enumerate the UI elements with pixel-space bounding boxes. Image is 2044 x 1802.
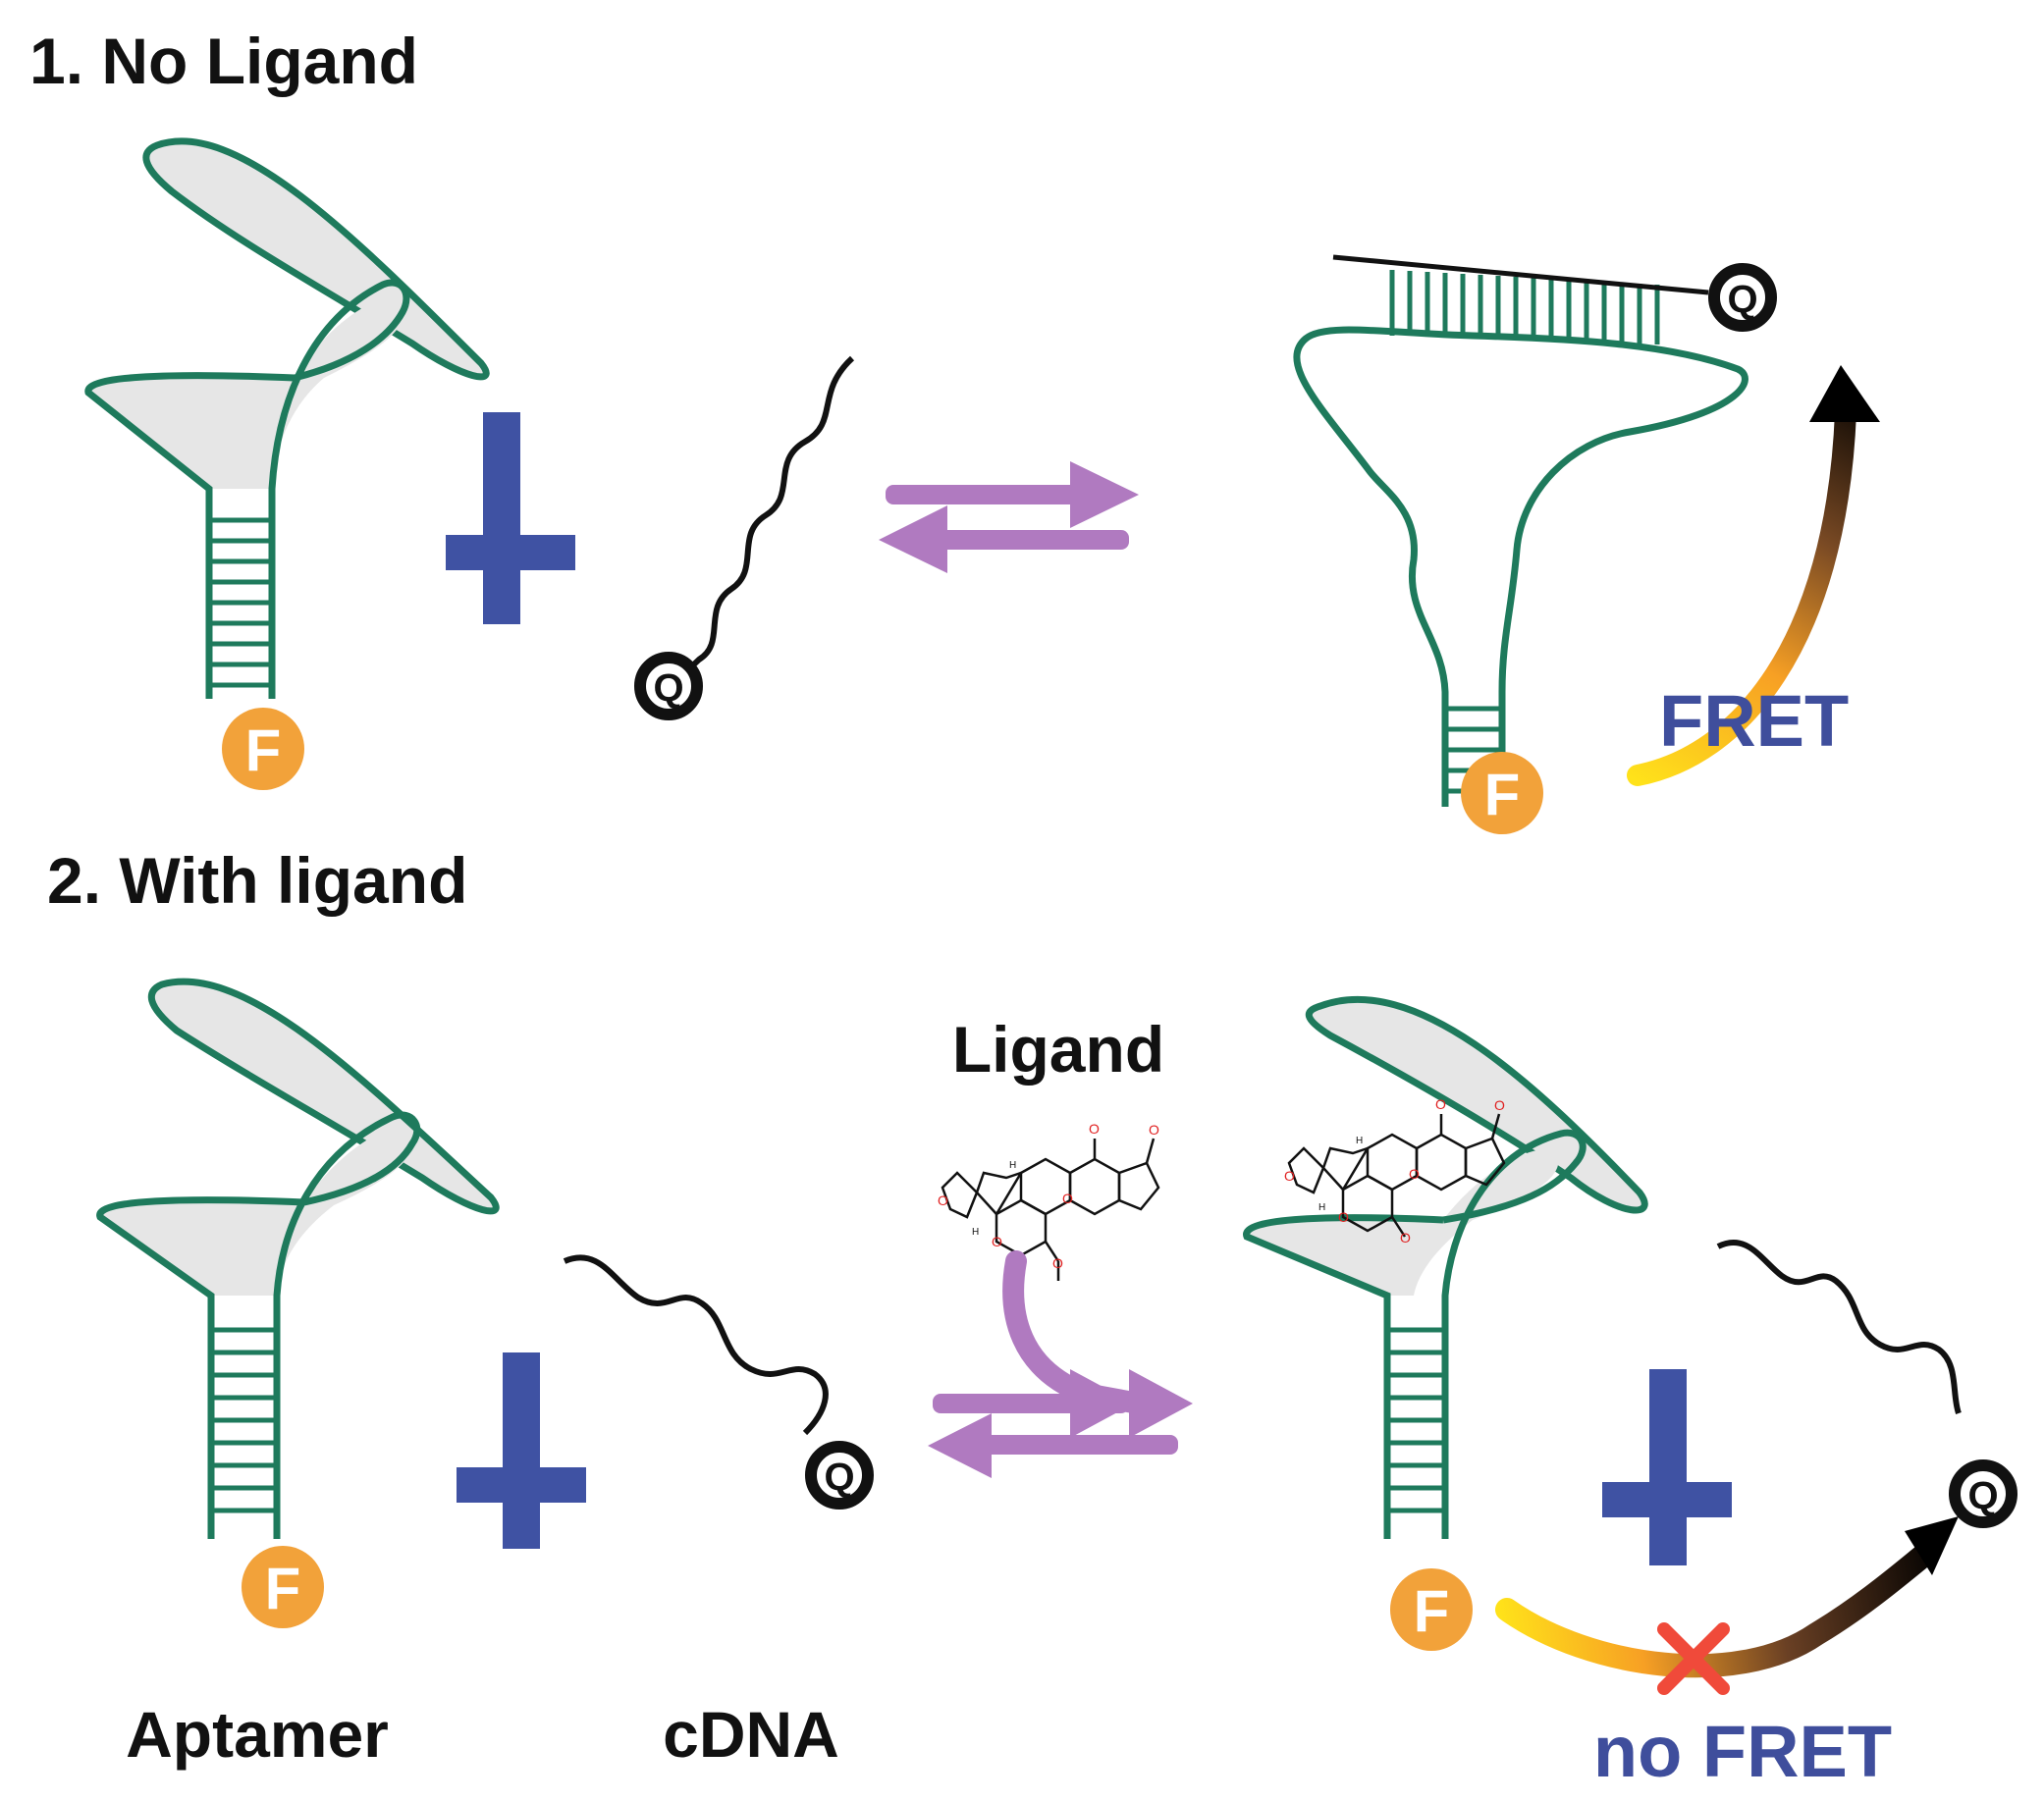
svg-text:O: O	[1149, 1122, 1159, 1138]
aptamer-unbound-1	[84, 137, 490, 699]
fluorophore-marker: F	[1461, 752, 1543, 834]
svg-text:O: O	[1052, 1255, 1063, 1271]
svg-text:O: O	[1089, 1121, 1100, 1137]
quencher-label: Q	[1727, 278, 1757, 321]
aptamer-unbound-2	[96, 978, 500, 1539]
svg-text:O: O	[1409, 1166, 1420, 1182]
svg-text:H: H	[1318, 1202, 1325, 1213]
svg-text:H: H	[972, 1227, 979, 1238]
blocked-fret-arrow	[1495, 1516, 1959, 1678]
svg-text:H: H	[1009, 1160, 1016, 1171]
cdna-strand-2: Q	[563, 1254, 874, 1510]
svg-text:H: H	[1356, 1136, 1363, 1146]
cdna-strand-bound: Q	[1332, 254, 1777, 332]
ligand-molecule-bound	[1287, 1113, 1506, 1238]
aptamer-label: Aptamer	[126, 1698, 389, 1771]
cdna-strand-1: Q	[634, 355, 855, 720]
no-fret-label: no FRET	[1593, 1711, 1892, 1792]
fluorophore-label: F	[265, 1556, 301, 1621]
cdna-label: cDNA	[663, 1698, 839, 1771]
ligand-atoms: O O O O O O H H	[938, 1121, 1159, 1271]
quencher-label: Q	[1967, 1474, 1998, 1517]
plus-sign	[457, 1352, 586, 1549]
aptamer-cdna-duplex	[1293, 270, 1748, 807]
panel2-title: 2. With ligand	[47, 844, 467, 917]
fluorophore-label: F	[1484, 762, 1521, 827]
svg-text:O: O	[992, 1234, 1002, 1249]
panel1-title: 1. No Ligand	[29, 25, 418, 97]
svg-text:O: O	[1284, 1168, 1295, 1184]
cdna-strand-released: Q	[1716, 1239, 2017, 1528]
fret-arrow	[1627, 365, 1880, 786]
aptamer-ligand-complex	[1243, 995, 1648, 1539]
plus-sign	[1602, 1369, 1732, 1565]
ligand-atoms-bound: O O O O O O H H	[1284, 1096, 1505, 1246]
equilibrium-arrows-2	[928, 1250, 1193, 1478]
fluorophore-marker: F	[1390, 1568, 1473, 1651]
cross-icon	[1657, 1622, 1730, 1695]
svg-text:O: O	[1400, 1230, 1411, 1246]
ligand-label: Ligand	[952, 1013, 1164, 1086]
fret-label: FRET	[1659, 680, 1849, 762]
svg-text:O: O	[1062, 1191, 1073, 1206]
equilibrium-arrows-1	[879, 461, 1139, 573]
svg-text:O: O	[1435, 1096, 1446, 1112]
fluorophore-marker: F	[222, 708, 304, 790]
svg-text:O: O	[938, 1192, 948, 1208]
fluorophore-marker: F	[242, 1546, 324, 1628]
fluorophore-label: F	[1414, 1578, 1450, 1644]
svg-text:O: O	[1494, 1097, 1505, 1113]
quencher-label: Q	[824, 1456, 854, 1499]
plus-sign	[446, 412, 575, 624]
fluorophore-label: F	[245, 717, 282, 783]
quencher-label: Q	[653, 666, 683, 710]
svg-text:O: O	[1338, 1209, 1349, 1225]
ligand-molecule	[941, 1138, 1160, 1281]
